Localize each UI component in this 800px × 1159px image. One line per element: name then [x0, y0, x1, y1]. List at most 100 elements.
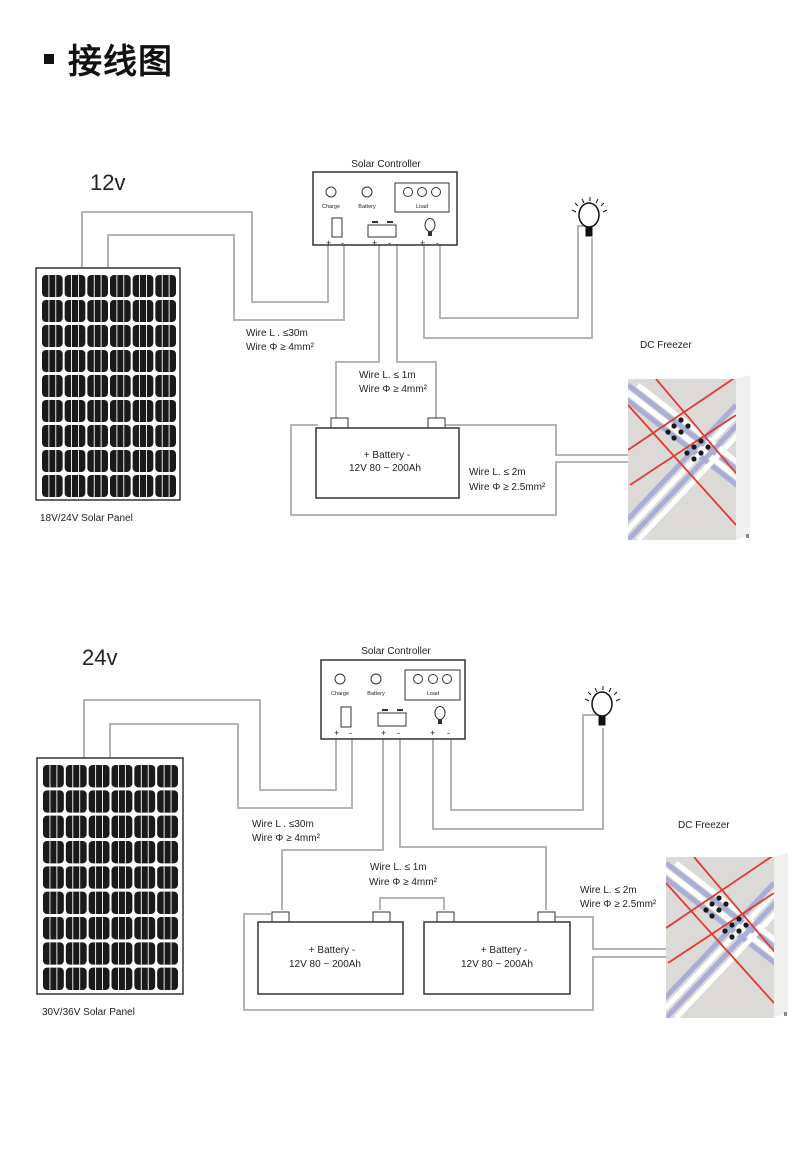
wire-panel-pos — [83, 699, 337, 791]
solar-cell — [155, 325, 176, 347]
freezer-dot — [736, 916, 742, 922]
wire-load-pos — [423, 238, 593, 339]
charge-label: Charge — [331, 691, 349, 697]
wire-panel-neg — [107, 234, 345, 321]
load-label: Load — [416, 204, 428, 210]
sign: - — [397, 728, 400, 738]
load-led-icon — [413, 674, 423, 684]
solar-cell — [134, 967, 156, 990]
load-label: Load — [427, 691, 439, 697]
solar-cell — [64, 425, 86, 447]
solar-cell — [43, 841, 64, 864]
solar-cell — [157, 765, 178, 788]
controller-title: Solar Controller — [361, 646, 431, 657]
freezer-dot — [691, 456, 697, 462]
freezer-dot — [671, 423, 677, 429]
solar-cell — [87, 275, 108, 297]
freezer-label: DC Freezer — [678, 820, 730, 831]
sign: - — [349, 728, 352, 738]
battery-led-icon — [361, 186, 373, 198]
battery: + Battery - 12V 80 ~ 200Ah — [257, 911, 404, 995]
solar-cell — [64, 300, 86, 322]
solar-cell — [43, 942, 64, 965]
wires — [83, 699, 670, 1011]
wire-length: Wire L. ≤ 2m — [580, 885, 637, 896]
load-bulb-icon — [584, 686, 621, 726]
freezer-dot — [709, 913, 715, 919]
wire-panel-neg — [109, 723, 353, 809]
solar-cell — [43, 967, 64, 990]
solar-cell — [65, 917, 87, 940]
solar-cell — [155, 425, 176, 447]
solar-cell — [111, 942, 133, 965]
solar-cell — [87, 450, 108, 472]
battery-label: + Battery - — [309, 945, 355, 956]
wire-label-freezer: Wire L. ≤ 2m Wire Φ ≥ 2.5mm² — [469, 467, 546, 493]
solar-cell — [87, 475, 108, 497]
freezer-dot — [723, 901, 729, 907]
solar-cell — [42, 350, 63, 372]
solar-cell — [110, 275, 131, 297]
dc-freezer-image — [628, 375, 750, 540]
diagram-24v: 24v Solar Controller Charge Battery Load — [36, 645, 788, 1018]
wire-freezer-pos — [243, 913, 670, 1011]
solar-cell — [88, 917, 110, 940]
solar-cell — [157, 790, 178, 813]
solar-cell — [87, 300, 108, 322]
wire-diameter: Wire Φ ≥ 4mm² — [359, 384, 428, 395]
solar-cell — [88, 942, 110, 965]
wire-label-battery: Wire L. ≤ 1m Wire Φ ≥ 4mm² — [359, 370, 428, 395]
solar-panel-symbol-icon — [340, 706, 352, 728]
solar-cell — [65, 891, 87, 914]
solar-cell — [111, 790, 133, 813]
solar-cell — [64, 475, 86, 497]
load-bulb-icon — [571, 197, 608, 237]
solar-cell — [134, 917, 156, 940]
wire-load-neg — [450, 714, 597, 811]
panel-label: 30V/36V Solar Panel — [42, 1007, 135, 1018]
freezer-dot — [671, 435, 677, 441]
solar-cell — [111, 891, 133, 914]
solar-cell — [132, 300, 154, 322]
wire-label-battery: Wire L. ≤ 1m Wire Φ ≥ 4mm² — [369, 862, 438, 888]
solar-cell — [132, 375, 154, 397]
solar-cell — [132, 425, 154, 447]
sign: + — [420, 238, 425, 248]
solar-cell — [132, 350, 154, 372]
solar-cell — [155, 450, 176, 472]
solar-cell — [88, 841, 110, 864]
solar-cell — [64, 450, 86, 472]
wire-battery-pos — [281, 738, 384, 910]
solar-cell — [111, 841, 133, 864]
solar-cell — [110, 325, 131, 347]
bulb-symbol-icon — [424, 218, 436, 236]
wire-battery-neg — [399, 738, 547, 910]
solar-cell — [155, 275, 176, 297]
solar-cell — [155, 375, 176, 397]
freezer-dot — [703, 907, 709, 913]
battery-led-icon — [370, 673, 382, 685]
battery: + Battery - 12V 80 ~ 200Ah — [423, 911, 571, 995]
solar-cell — [110, 450, 131, 472]
solar-cell — [42, 375, 63, 397]
solar-cell — [157, 917, 178, 940]
solar-controller: Solar Controller Charge Battery Load + — [312, 159, 458, 248]
charge-led-icon — [334, 673, 346, 685]
wire-freezer-neg — [555, 916, 670, 950]
battery-spec: 12V 80 ~ 200Ah — [461, 959, 533, 970]
wire-diameter: Wire Φ ≥ 4mm² — [246, 342, 315, 353]
freezer-dot — [736, 928, 742, 934]
solar-cell — [42, 300, 63, 322]
freezer-dot — [729, 934, 735, 940]
load-led-icon — [442, 674, 452, 684]
solar-cell — [65, 841, 87, 864]
load-led-icon — [431, 187, 441, 197]
solar-cell — [88, 790, 110, 813]
solar-panel: 18V/24V Solar Panel — [35, 267, 181, 524]
solar-cell — [134, 790, 156, 813]
sign: - — [341, 238, 344, 248]
solar-cell — [134, 942, 156, 965]
wire-diameter: Wire Φ ≥ 2.5mm² — [469, 482, 546, 493]
wire-panel-pos — [81, 211, 329, 303]
wire-length: Wire L. ≤ 1m — [370, 862, 427, 873]
